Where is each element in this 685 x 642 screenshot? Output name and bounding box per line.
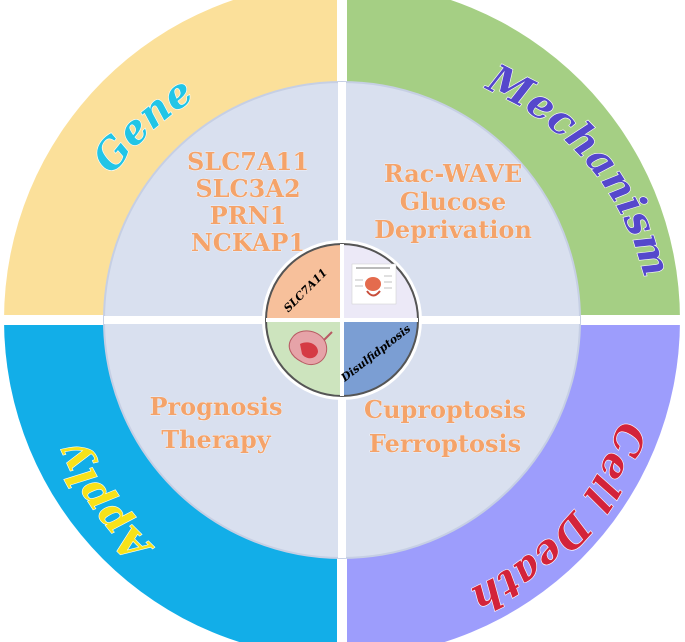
mechanism-item: Deprivation: [374, 215, 532, 244]
mechanism-item: Rac-WAVE: [384, 159, 523, 188]
apply-item: Therapy: [161, 425, 272, 454]
stomach-figure: [288, 330, 333, 366]
apply-item: Prognosis: [149, 392, 282, 421]
digestive-anatomy-figure: [351, 263, 397, 305]
cell-death-quadrant-list: Cuproptosis Ferroptosis: [364, 395, 527, 459]
center-circle: SLC7A11 Disulfidptosis: [262, 240, 422, 400]
gene-item: NCKAP1: [191, 228, 305, 257]
mechanism-quadrant-list: Rac-WAVE Glucose Deprivation: [374, 159, 532, 245]
apply-quadrant-list: Prognosis Therapy: [149, 392, 283, 455]
gene-quadrant-list: SLC7A11 SLC3A2 PRN1 NCKAP1: [187, 147, 310, 258]
gene-item: SLC7A11: [187, 147, 309, 176]
mechanism-item: Glucose: [400, 187, 506, 216]
center-slc7a11-quadrant: [266, 244, 342, 320]
center-disulfidptosis-quadrant: [342, 320, 418, 396]
gene-item: PRN1: [210, 201, 287, 230]
gene-item: SLC3A2: [195, 174, 300, 203]
cell-death-item: Cuproptosis: [364, 395, 526, 424]
cell-death-item: Ferroptosis: [369, 429, 521, 458]
